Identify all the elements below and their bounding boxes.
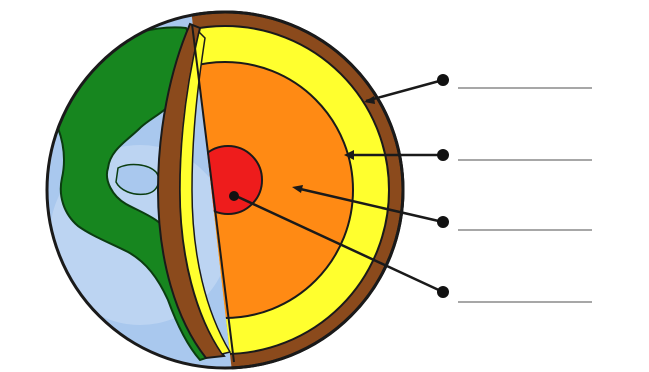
- pointer-dot: [437, 74, 449, 86]
- pointer-dot: [437, 286, 449, 298]
- pointer-dot: [437, 149, 449, 161]
- answer-lines: [458, 88, 592, 302]
- pointer-dot: [437, 216, 449, 228]
- lake: [116, 165, 159, 195]
